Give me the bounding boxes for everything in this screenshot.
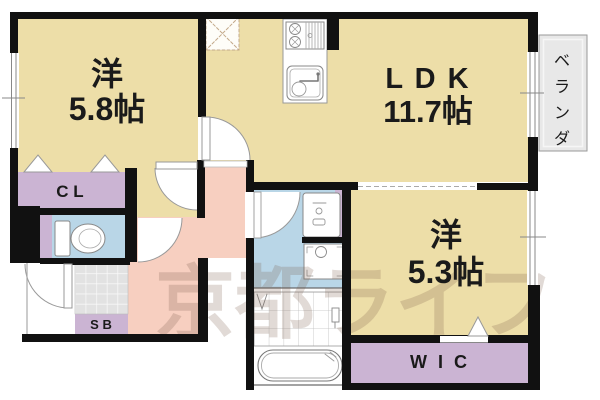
veranda-label: ベ ラ ン ダ: [554, 53, 570, 148]
door-west-room1: [154, 161, 198, 211]
threshold-kitchen: [203, 160, 248, 168]
closet-label: C L: [56, 182, 83, 201]
watermark-text: 京都ライフ: [155, 259, 555, 348]
veranda-char-1: ベ: [554, 53, 570, 70]
wic-folding-door: [467, 315, 489, 337]
shower-faucet-icon: [331, 307, 340, 329]
doors: [22, 116, 489, 337]
bathroom-drain-mark: [256, 293, 268, 311]
door-washroom: [253, 191, 301, 239]
veranda-char-2: ラ: [554, 79, 570, 96]
door-toilet: [137, 217, 183, 263]
toilet-icon: [54, 220, 106, 257]
labels: 洋 5.8帖 L D K 11.7帖 洋 5.3帖 C L S B W I C …: [56, 53, 570, 372]
door-entrance: [24, 263, 73, 334]
room-ldk-size: 11.7帖: [383, 94, 473, 129]
room-western-5-8-floor: [18, 19, 198, 172]
room-western-5-3-floor: [351, 190, 528, 335]
door-kitchen: [201, 116, 251, 161]
closet-folding-doors: [22, 154, 121, 173]
windows: [2, 52, 546, 343]
washbasin-icon: [302, 192, 341, 238]
toilet-side-strip: [40, 215, 52, 258]
kitchen-counter: [282, 18, 328, 104]
room-ldk-name: L D K: [385, 63, 470, 95]
wic-door-gap: [440, 336, 488, 343]
washroom-door-gap: [245, 192, 255, 238]
hallway-upper: [204, 167, 248, 258]
room-western1-name: 洋: [91, 56, 123, 92]
veranda: [538, 34, 588, 152]
refrigerator-space-icon: [205, 16, 240, 51]
closet-cl: [18, 172, 125, 208]
shoe-box-label: S B: [90, 317, 112, 332]
wic-label: W I C: [410, 352, 470, 372]
sliding-door-ldk: [358, 183, 477, 190]
gas-stove-icon: [285, 21, 325, 50]
room-western2-name: 洋: [430, 217, 462, 253]
veranda-char-3: ン: [554, 105, 570, 122]
bathtub-icon: [257, 349, 343, 382]
room-western1-size: 5.8帖: [69, 91, 146, 127]
hallway-lower: [128, 258, 198, 334]
washing-machine-pan-icon: [303, 243, 347, 280]
entrance-tiles: [74, 262, 129, 315]
shoe-box: [75, 314, 128, 334]
window-west-room1: [2, 53, 25, 148]
room-western2-size: 5.3帖: [408, 254, 485, 290]
kitchen-sink-icon: [286, 65, 324, 101]
veranda-char-4: ダ: [554, 130, 570, 148]
window-veranda: [520, 52, 544, 137]
window-west-room2: [520, 191, 546, 285]
walk-in-closet: [351, 343, 528, 383]
walls: [10, 12, 540, 390]
